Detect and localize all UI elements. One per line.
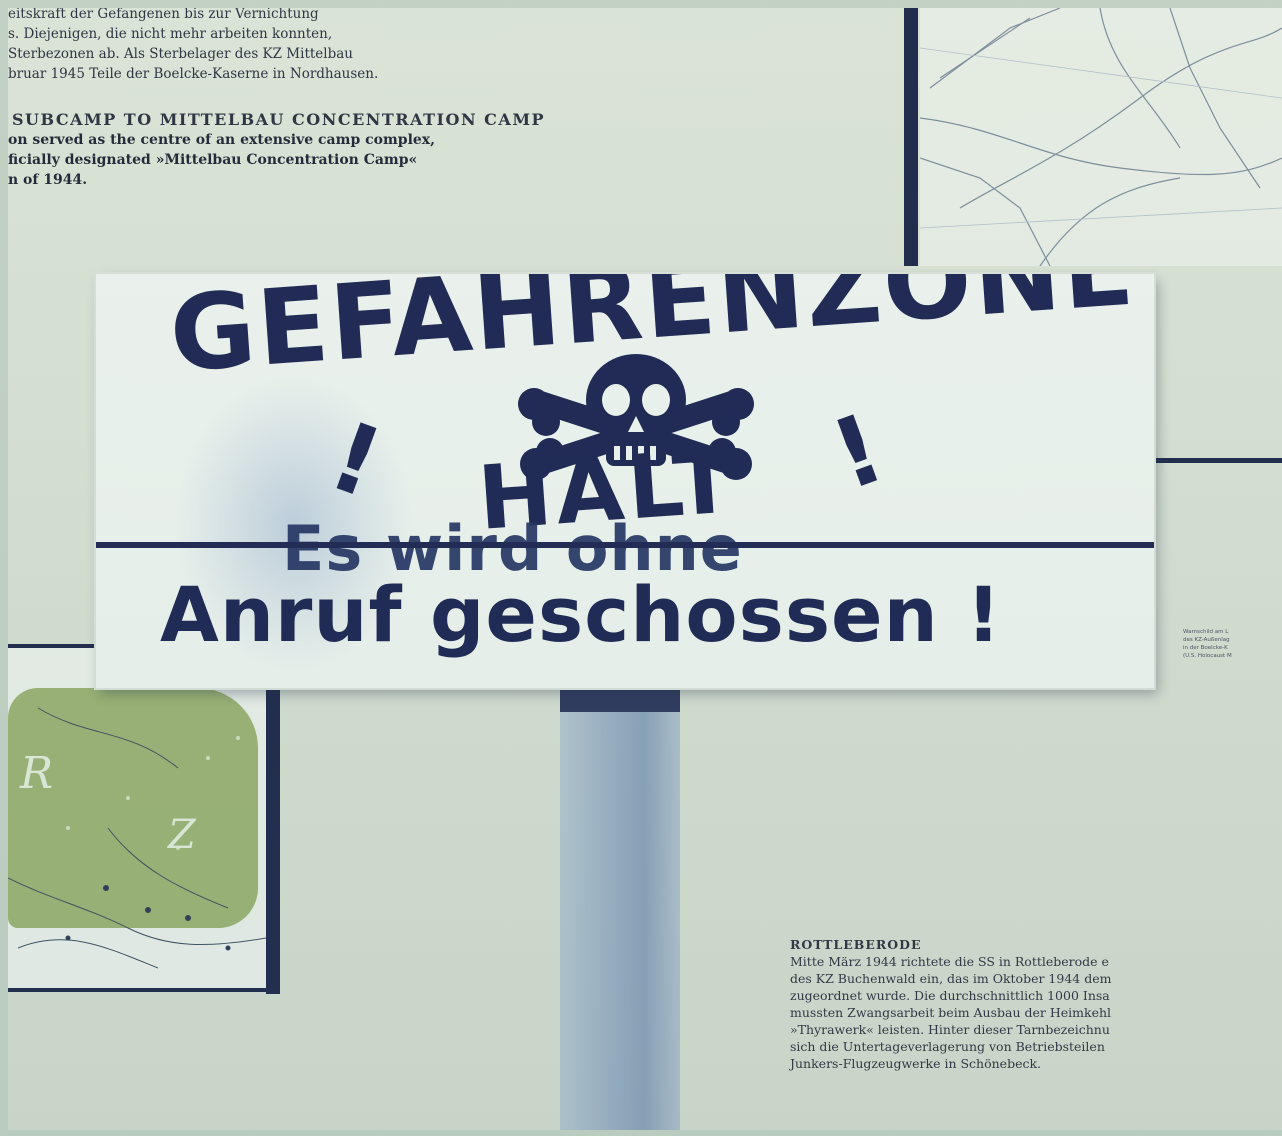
- map-letter-z: Z: [166, 812, 197, 858]
- exhibit-text-rottleberode: ROTTLEBERODE Mitte März 1944 richtete di…: [790, 936, 1282, 1072]
- rottleberode-line-4: mussten Zwangsarbeit beim Ausbau der Hei…: [790, 1005, 1112, 1020]
- map-green-area: [8, 688, 258, 928]
- sign-divider-line: [96, 542, 1154, 548]
- sign-text-es-wird-ohne: Es wird ohne: [282, 512, 743, 585]
- sign-post-top: [560, 684, 680, 712]
- map-lines-bottom-left: R Z: [8, 707, 266, 969]
- sign-stain: [174, 374, 414, 674]
- skull-crossbones-icon: [518, 354, 754, 480]
- panel-edge-top-right-vertical: [904, 8, 918, 266]
- english-heading: SUBCAMP TO MITTELBAU CONCENTRATION CAMP: [12, 110, 546, 129]
- german-line-1: eitskraft der Gefangenen bis zur Vernich…: [8, 8, 319, 22]
- english-line-2: ficially designated »Mittelbau Concentra…: [8, 152, 418, 168]
- exhibit-text-top-left: eitskraft der Gefangenen bis zur Vernich…: [8, 8, 628, 190]
- panel-edge-right-horizontal: [1148, 458, 1282, 463]
- caption-line-2: des KZ-Außenlag: [1183, 637, 1230, 643]
- rottleberode-line-2: des KZ Buchenwald ein, das im Oktober 19…: [790, 971, 1112, 986]
- map-bottom-left: R Z: [8, 648, 266, 988]
- english-line-1: on served as the centre of an extensive …: [8, 132, 436, 148]
- german-line-4: bruar 1945 Teile der Boelcke-Kaserne in …: [8, 66, 379, 82]
- sign-post: [560, 684, 680, 1130]
- panel-edge-left-vertical: [266, 644, 280, 994]
- english-line-3: n of 1944.: [8, 172, 88, 188]
- rottleberode-line-5: »Thyrawerk« leisten. Hinter dieser Tarnb…: [790, 1022, 1110, 1037]
- photo-frame: eitskraft der Gefangenen bis zur Vernich…: [8, 8, 1282, 1130]
- panel-edge-left-bottom: [8, 986, 280, 992]
- caption-line-4: (U.S. Holocaust M: [1183, 653, 1232, 659]
- sign-text-anruf-geschossen: Anruf geschossen !: [160, 570, 1002, 659]
- rottleberode-title: ROTTLEBERODE: [790, 937, 922, 952]
- rottleberode-line-7: Junkers-Flugzeugwerke in Schönebeck.: [790, 1056, 1042, 1071]
- map-lines-top-right: [920, 8, 1282, 266]
- rottleberode-line-3: zugeordnet wurde. Die durchschnittlich 1…: [790, 988, 1110, 1003]
- map-top-right: [920, 8, 1282, 266]
- rottleberode-line-1: Mitte März 1944 richtete die SS in Rottl…: [790, 954, 1109, 969]
- exclamation-right: !: [818, 391, 898, 513]
- warning-sign: GEFAHRENZONE: [96, 274, 1154, 688]
- photo-caption: Warnschild am L des KZ-Außenlag in der B…: [1183, 628, 1282, 660]
- rottleberode-line-6: sich die Untertageverlagerung von Betrie…: [790, 1039, 1105, 1054]
- map-letter-r: R: [19, 748, 53, 799]
- german-line-3: Sterbezonen ab. Als Sterbelager des KZ M…: [8, 46, 353, 62]
- german-line-2: s. Diejenigen, die nicht mehr arbeiten k…: [8, 26, 333, 42]
- caption-line-3: in der Boelcke-K: [1183, 645, 1228, 651]
- caption-line-1: Warnschild am L: [1183, 629, 1229, 635]
